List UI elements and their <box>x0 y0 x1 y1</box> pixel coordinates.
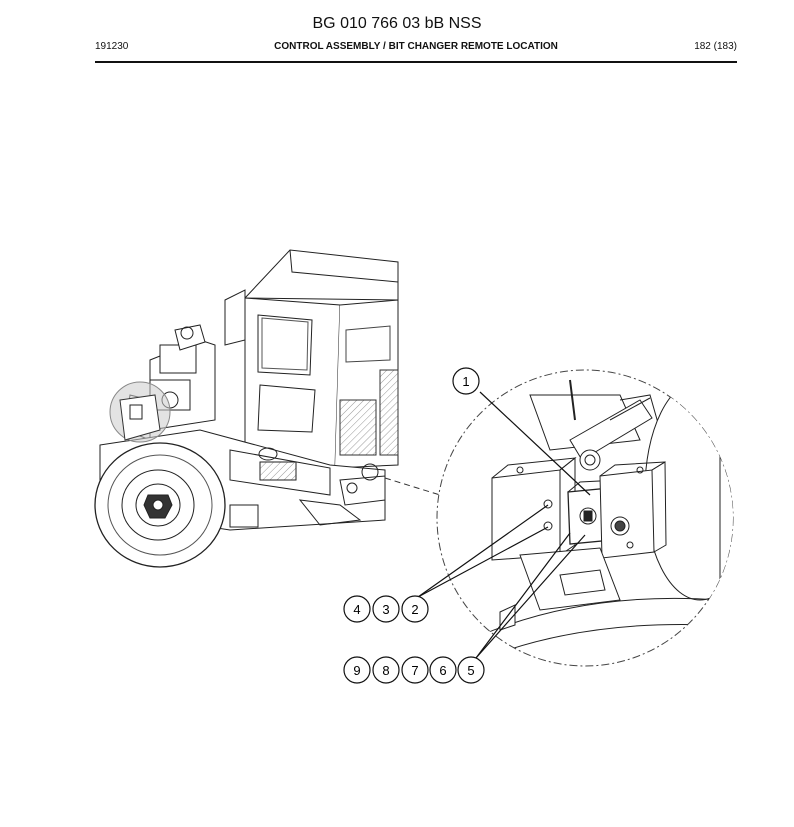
machine-overview <box>94 249 399 568</box>
date-code: 191230 <box>95 41 129 52</box>
svg-text:3: 3 <box>382 602 389 617</box>
detail-leader-line <box>384 477 441 496</box>
callout-leaders <box>417 391 591 659</box>
page-number: 182 (183) <box>694 41 737 52</box>
callout-balloon-8: 8 <box>372 656 400 684</box>
svg-text:2: 2 <box>411 602 418 617</box>
svg-text:7: 7 <box>411 663 418 678</box>
svg-text:8: 8 <box>382 663 389 678</box>
callout-balloon-3: 3 <box>372 595 400 623</box>
section-title: CONTROL ASSEMBLY / BIT CHANGER REMOTE LO… <box>274 41 558 52</box>
svg-text:9: 9 <box>353 663 360 678</box>
svg-text:6: 6 <box>439 663 446 678</box>
document-number: BG 010 766 03 bB NSS <box>312 15 482 32</box>
svg-text:5: 5 <box>467 663 474 678</box>
callout-balloon-4: 4 <box>343 595 371 623</box>
detail-view <box>436 369 734 667</box>
svg-text:1: 1 <box>462 374 469 389</box>
svg-text:4: 4 <box>353 602 360 617</box>
callout-balloon-2: 2 <box>401 595 429 623</box>
callout-balloon-7: 7 <box>401 656 429 684</box>
header-rule <box>95 61 737 63</box>
callout-balloon-1: 1 <box>452 367 480 395</box>
callout-balloon-5: 5 <box>457 656 485 684</box>
callout-balloon-6: 6 <box>429 656 457 684</box>
callout-balloon-9: 9 <box>343 656 371 684</box>
